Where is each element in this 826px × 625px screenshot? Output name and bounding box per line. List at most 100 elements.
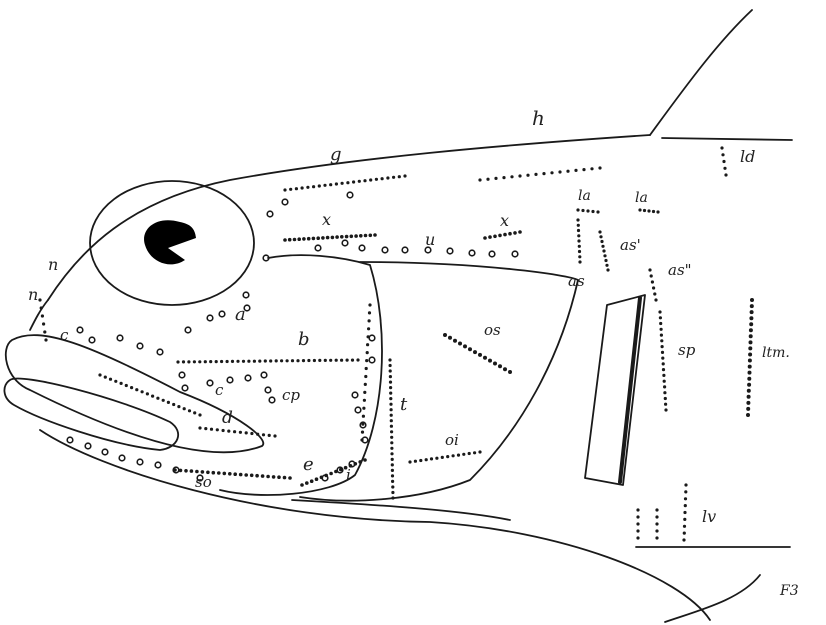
photophore-row-lv-2 <box>655 508 658 511</box>
photophore-row-t <box>389 369 392 372</box>
photophore-row-sp <box>664 403 667 406</box>
photophore-row-as-dprime <box>651 280 654 283</box>
photophore-row-ltm <box>749 340 753 344</box>
photophore-row-la-left <box>576 208 579 211</box>
photophore-u <box>382 247 388 253</box>
label-e: e <box>303 454 314 475</box>
photophore-row-sp <box>663 385 666 388</box>
photophore-row-ltm <box>748 365 752 369</box>
photophore-row-g <box>375 178 378 181</box>
photophore-row-opercle <box>365 359 368 362</box>
photophore-row-la-left <box>581 209 584 212</box>
photophore-row-b <box>318 359 321 362</box>
photophore-row-os <box>443 333 447 337</box>
photophore-row-t <box>391 480 394 483</box>
photophore-row-ventral <box>125 384 128 387</box>
photophore-row-opercle <box>366 343 369 346</box>
head-rear-curve <box>300 262 578 501</box>
photophore-row-x-left <box>373 233 377 237</box>
photophore-row-dorsal <box>478 178 481 181</box>
photophore-row-b <box>307 359 310 362</box>
photophore-row-oi <box>435 457 438 460</box>
photophore-row-ld <box>724 173 727 176</box>
photophore-row-g <box>398 175 401 178</box>
photophore-row-x-left <box>354 234 358 238</box>
photophore-row-so <box>233 472 237 476</box>
photophore-row-b <box>226 360 229 363</box>
photophore-row-as-prime <box>599 235 602 238</box>
photophore-row-d <box>210 428 213 431</box>
photophore-row-opercle <box>361 431 364 434</box>
photophore-row-e <box>363 458 367 462</box>
photophore-row-as <box>577 239 580 242</box>
photophore-row-x-left <box>345 235 349 239</box>
photophore-row-os <box>473 350 477 354</box>
photophore-row-opercle <box>363 399 366 402</box>
photophore-cp <box>352 392 358 398</box>
photophore-row-sp <box>658 310 661 313</box>
photophore-row-t <box>389 392 392 395</box>
photophore-row-os <box>458 342 462 346</box>
photophore-row-ventral <box>167 401 170 404</box>
photophore-c <box>137 343 143 349</box>
photophore-c <box>207 380 213 386</box>
photophore-row-lv-1 <box>636 536 639 539</box>
photophore-row-b <box>236 360 239 363</box>
photophore-e-i <box>369 335 375 341</box>
photophore-row-os <box>448 336 452 340</box>
photophore-row-b <box>291 359 294 362</box>
label-cp: cp <box>282 386 300 404</box>
photophore-row-ventral <box>98 373 101 376</box>
photophore-row-la-left <box>586 209 589 212</box>
photophore-e-i <box>369 357 375 363</box>
photophore-so <box>85 443 91 449</box>
label-b: b <box>298 329 310 350</box>
photophore-row-ld <box>722 160 725 163</box>
photophore-row-x-left <box>302 237 306 241</box>
label-x-left: x <box>322 210 331 229</box>
photophore-row-so <box>212 471 216 475</box>
photophore-row-dorsal <box>510 175 513 178</box>
photophore-row-ventral <box>172 403 175 406</box>
photophore-row-ventral <box>135 388 138 391</box>
photophore-row-t <box>391 474 394 477</box>
photophore-row-dorsal <box>542 172 545 175</box>
photophore-row-chin <box>42 322 45 325</box>
plate-mark: F3 <box>779 583 799 599</box>
photophore-row-sp <box>664 408 667 411</box>
photophore-row-b <box>356 358 359 361</box>
photophore-row-b <box>286 359 289 362</box>
photophore-row-lv-2 <box>655 522 658 525</box>
photophore-row-so <box>255 474 259 478</box>
photophore-row-ventral <box>177 405 180 408</box>
photophore-row-x-left <box>369 234 373 238</box>
photophore-row-oi <box>478 450 481 453</box>
label-c-mid: c <box>215 381 224 399</box>
photophore-row-x-left <box>331 236 335 240</box>
photophore-row-b <box>324 359 327 362</box>
label-sp: sp <box>678 341 696 359</box>
label-os: os <box>484 321 501 339</box>
photophore-row-b <box>198 360 201 363</box>
photophore-row-b <box>340 359 343 362</box>
photophore-row-t <box>391 485 394 488</box>
label-so: so <box>195 473 212 491</box>
photophore-row-x-left <box>359 234 363 238</box>
photophore-row-dorsal <box>558 170 561 173</box>
photophore-row-as-prime <box>600 240 603 243</box>
photophore-row-t <box>389 364 392 367</box>
photophore-row-os <box>478 353 482 357</box>
photophore-row-x-left <box>326 236 330 240</box>
photophore-row-oi <box>414 460 417 463</box>
photophore-row-t <box>390 408 393 411</box>
photophore-row-la-right <box>647 209 650 212</box>
photophore-row-b <box>209 360 212 363</box>
photophore-row-chin <box>41 314 44 317</box>
photophore-row-x-left <box>297 237 301 241</box>
photophore-row-t <box>391 469 394 472</box>
photophore-c <box>157 349 163 355</box>
photophore-row-ltm <box>748 371 752 375</box>
photophore-row-g <box>392 176 395 179</box>
photophore-row-g <box>335 182 338 185</box>
photophore-row-os <box>503 367 507 371</box>
